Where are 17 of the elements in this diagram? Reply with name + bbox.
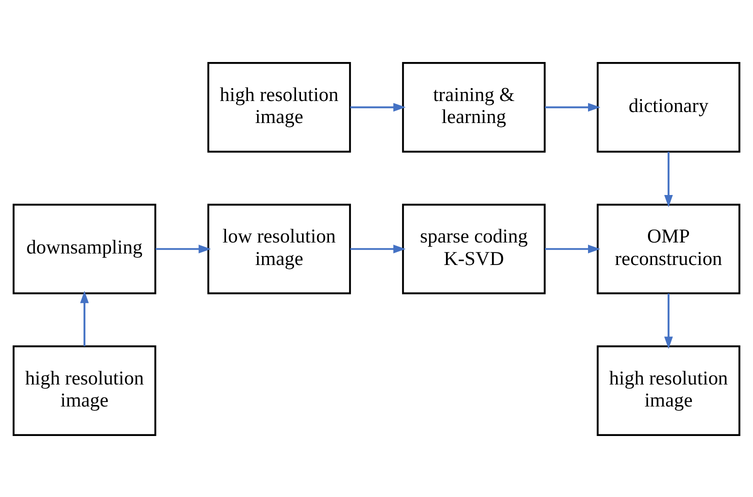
- arrow: [664, 293, 673, 349]
- node-box: low resolution image: [207, 203, 351, 294]
- arrow: [350, 244, 406, 253]
- node-box: downsampling: [12, 203, 156, 294]
- node-box: OMP reconstrucion: [596, 203, 740, 294]
- arrow: [664, 151, 673, 207]
- arrow: [544, 244, 600, 253]
- arrow: [350, 102, 406, 112]
- node-box: high resolution image: [12, 344, 156, 436]
- arrow: [544, 102, 600, 112]
- node-box: sparse coding K-SVD: [402, 203, 546, 294]
- arrow: [156, 244, 211, 253]
- arrow: [80, 290, 89, 346]
- node-box: high resolution image: [596, 344, 740, 436]
- node-box: training & learning: [402, 62, 546, 152]
- node-box: high resolution image: [207, 62, 351, 152]
- node-box: dictionary: [596, 62, 740, 152]
